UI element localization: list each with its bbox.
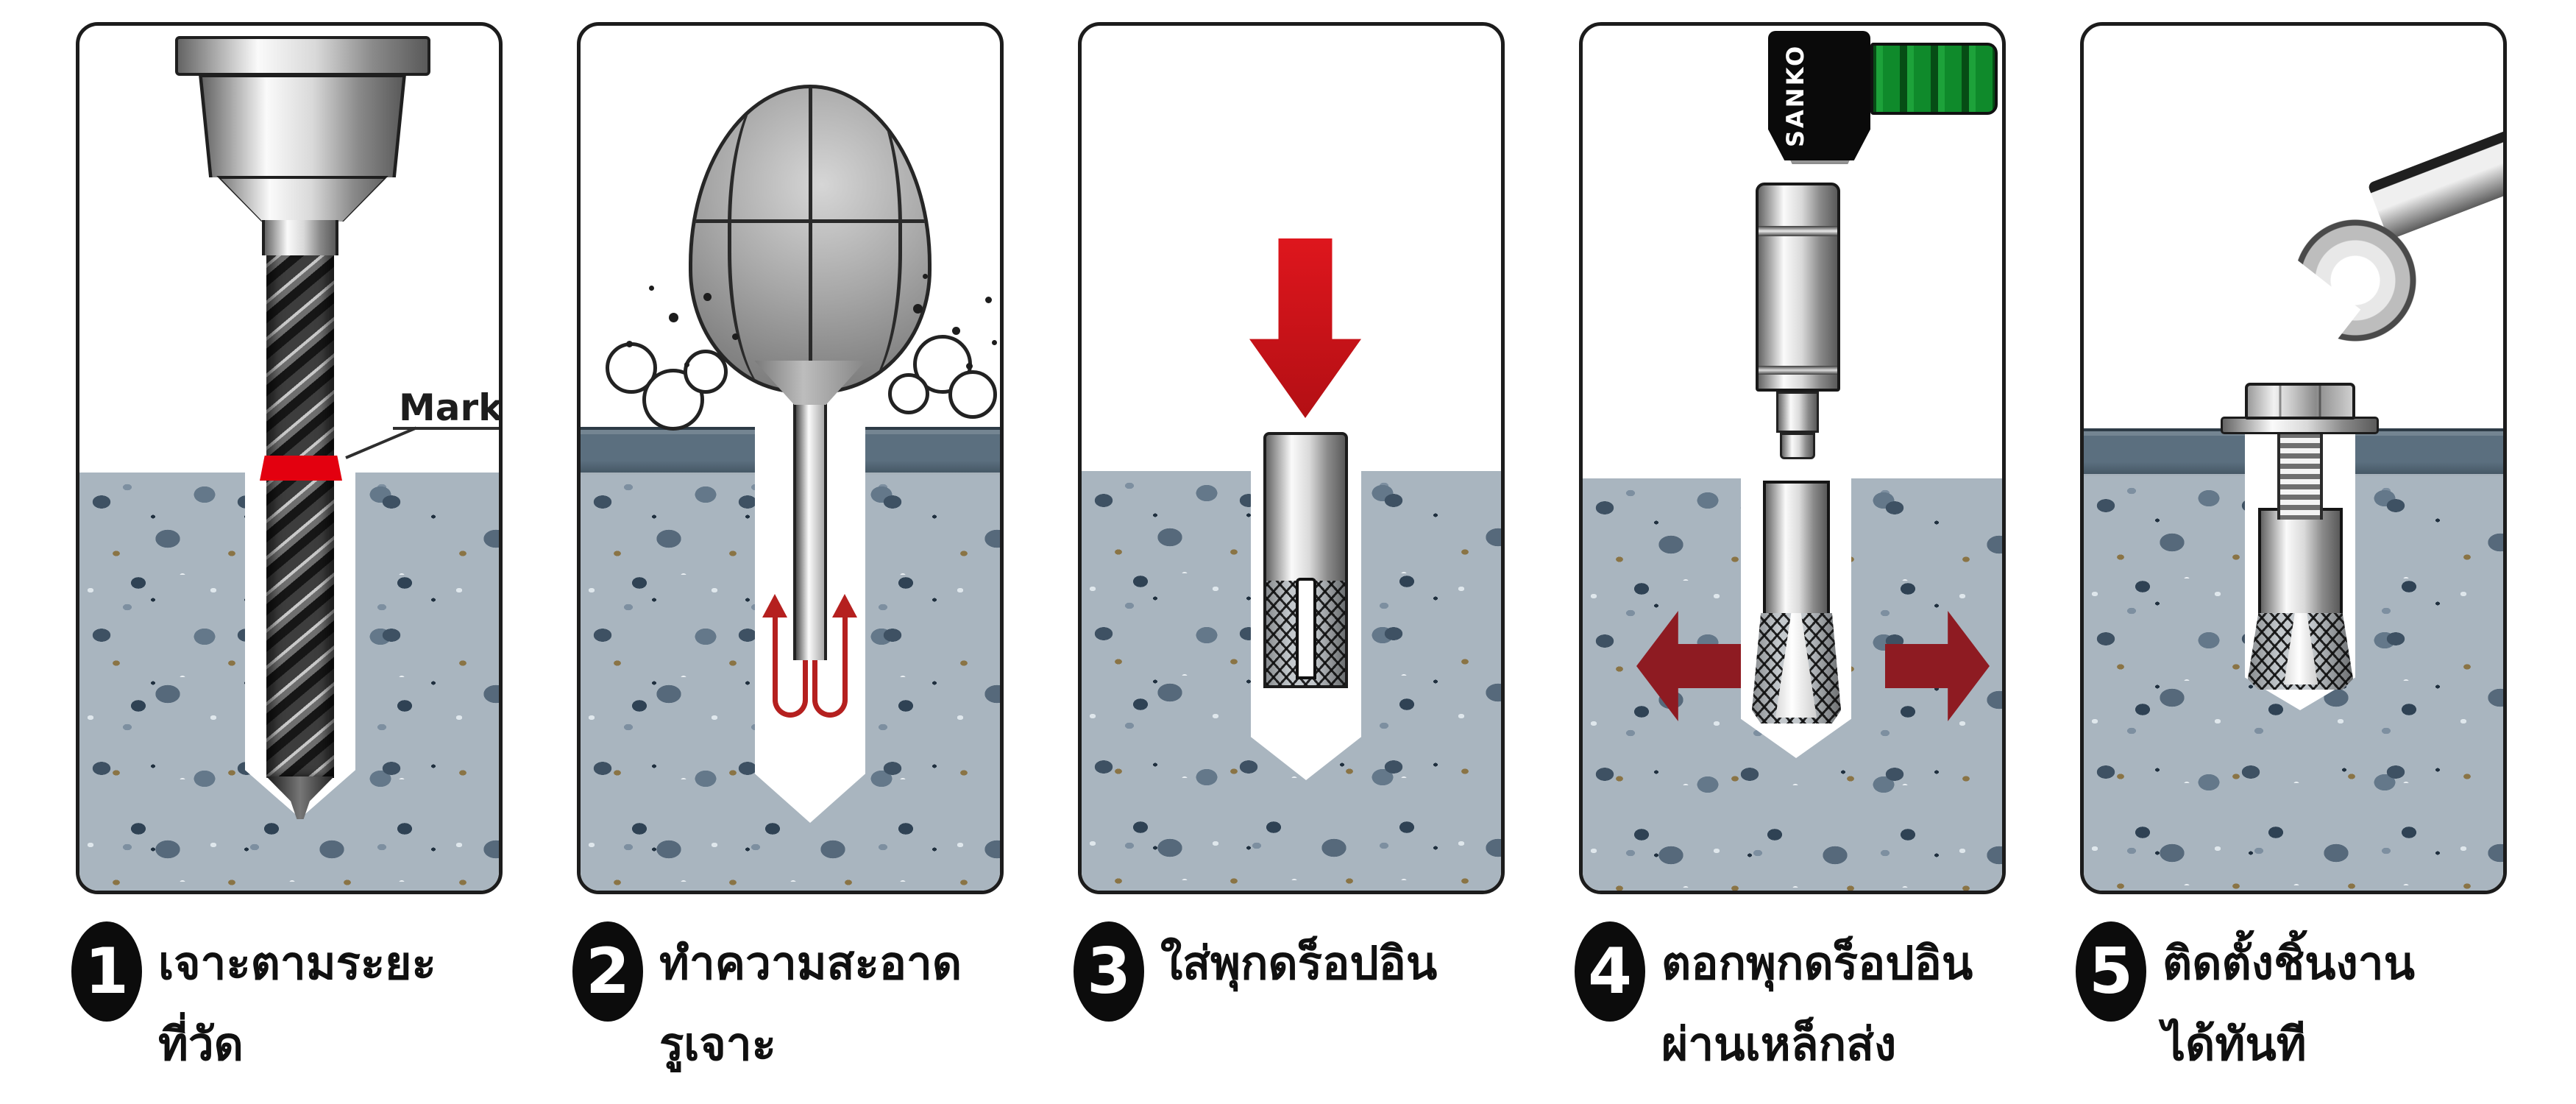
drill-bit bbox=[266, 247, 334, 778]
airflow-arrowhead-right bbox=[832, 594, 857, 618]
drill-chuck-bevel bbox=[216, 176, 388, 222]
airflow-arrowhead-left bbox=[762, 594, 787, 618]
step-2-caption-text: ทำความสะอาด รูเจาะ bbox=[659, 936, 962, 1072]
mark-leader-line bbox=[345, 426, 417, 459]
step-2-caption: 2 ทำความสะอาด รูเจาะ bbox=[572, 921, 1058, 1086]
step-5-panel bbox=[2080, 22, 2507, 894]
fixture-plate-left bbox=[581, 427, 755, 475]
step-3-panel bbox=[1078, 22, 1505, 894]
step-4-panel: SANKO bbox=[1579, 22, 2006, 894]
drill-shank bbox=[262, 220, 338, 255]
blower-nozzle bbox=[793, 386, 827, 660]
step-5-badge: 5 bbox=[2076, 921, 2146, 1022]
dust-dots-right bbox=[913, 304, 923, 314]
airflow-arrow-right bbox=[812, 615, 848, 718]
step-5-caption-text: ติดตั้งชิ้นงาน ได้ทันที bbox=[2162, 936, 2415, 1072]
step-1-panel: Mark bbox=[76, 22, 503, 894]
hammer-head: SANKO bbox=[1768, 31, 1870, 160]
hammer-handle bbox=[1870, 43, 1998, 115]
fixture-plate-left bbox=[2084, 428, 2245, 476]
fixture-plate-right bbox=[865, 427, 1000, 475]
setting-punch-pin-tip bbox=[1780, 433, 1815, 459]
drop-in-anchor-body bbox=[1763, 481, 1830, 613]
step-1-caption: 1 เจาะตามระยะ ที่วัด bbox=[71, 921, 542, 1086]
bolt-thread bbox=[2277, 433, 2323, 520]
dust-cloud bbox=[948, 370, 997, 419]
airflow-arrow-left bbox=[773, 615, 808, 718]
fixture-plate-right bbox=[2355, 428, 2503, 476]
hammer-brand-label: SANKO bbox=[1781, 43, 1809, 147]
bolt-hex-head bbox=[2245, 383, 2355, 420]
step-4-caption-text: ตอกพุกดร็อปอิน ผ่านเหล็กส่ง bbox=[1661, 936, 1973, 1072]
bulb-seam-right bbox=[803, 88, 902, 390]
step-3-badge: 3 bbox=[1074, 921, 1144, 1022]
insert-down-arrow bbox=[1249, 238, 1361, 418]
mark-label: Mark bbox=[399, 386, 503, 429]
mark-underline bbox=[393, 427, 499, 430]
setting-punch-rim bbox=[1759, 366, 1837, 375]
setting-punch-pin bbox=[1776, 392, 1819, 433]
step-5-caption: 5 ติดตั้งชิ้นงาน ได้ทันที bbox=[2076, 921, 2561, 1086]
bulb-seam-left bbox=[728, 88, 827, 390]
depth-mark bbox=[260, 456, 342, 481]
step-1-caption-text: เจาะตามระยะ ที่วัด bbox=[158, 936, 436, 1072]
dust-cloud bbox=[888, 373, 929, 414]
anchor-slot bbox=[1296, 578, 1316, 679]
dust-cloud bbox=[684, 350, 728, 394]
step-4-caption: 4 ตอกพุกดร็อปอิน ผ่านเหล็กส่ง bbox=[1575, 921, 2075, 1086]
drill-chuck-flange bbox=[175, 36, 430, 76]
dust-dots-left bbox=[669, 313, 678, 322]
step-1-badge: 1 bbox=[71, 921, 142, 1022]
step-2-panel bbox=[577, 22, 1004, 894]
step-2-badge: 2 bbox=[572, 921, 643, 1022]
step-3-caption: 3 ใส่พุกดร็อปอิน bbox=[1074, 921, 1559, 1022]
drop-in-anchor-body bbox=[2258, 508, 2343, 613]
setting-punch-body bbox=[1756, 183, 1840, 392]
setting-punch-groove bbox=[1759, 226, 1837, 236]
step-3-caption-text: ใส่พุกดร็อปอิน bbox=[1160, 936, 1438, 990]
drill-chuck-collar bbox=[199, 74, 406, 177]
drop-in-anchor-body bbox=[1263, 432, 1348, 581]
step-4-badge: 4 bbox=[1575, 921, 1645, 1022]
blower-bulb bbox=[689, 85, 932, 394]
